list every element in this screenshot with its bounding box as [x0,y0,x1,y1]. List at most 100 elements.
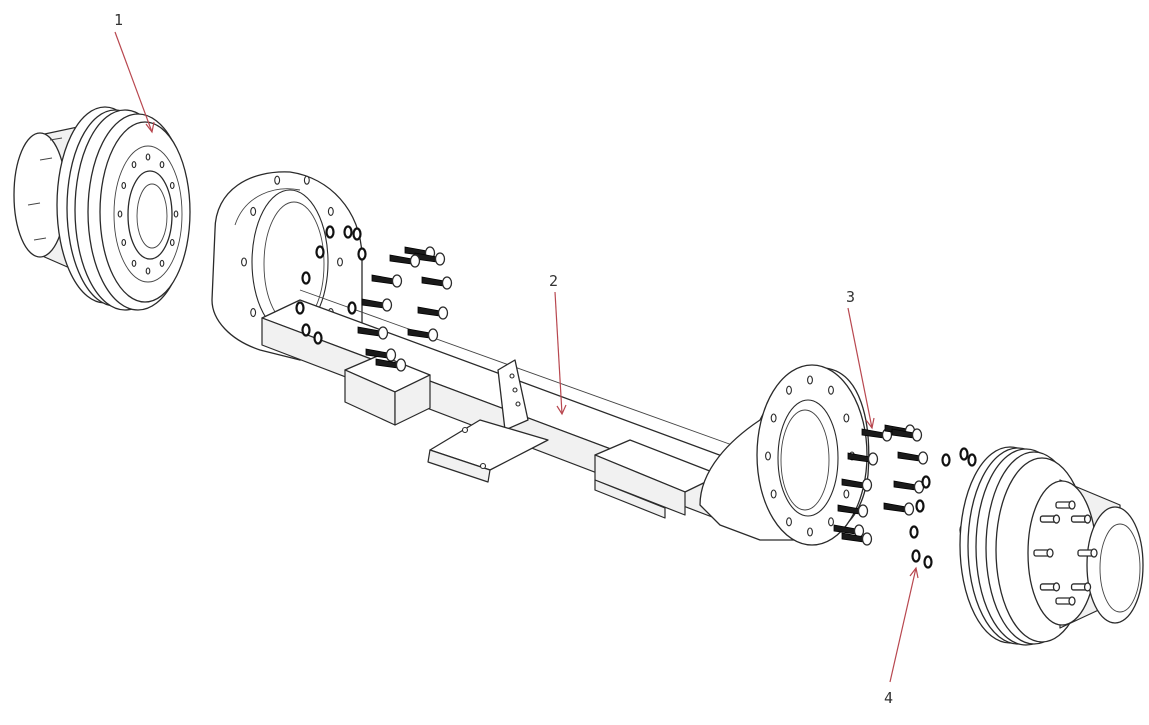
wheel-stud-end [1052,514,1061,524]
callout-2: 2 [549,272,558,290]
bolt [847,452,879,466]
hub-bolt-hole [159,161,165,169]
bolt-head [917,451,929,465]
leader-1 [114,31,153,133]
hub-bolt-hole [169,238,175,247]
bolt-head [395,358,407,372]
bolt [883,502,915,516]
bolt [841,478,873,492]
bolt-head [903,502,915,516]
bolt-head [437,306,449,320]
bolt-shank [883,502,907,513]
bolt-shank [371,274,395,285]
bolt [897,451,929,465]
bracket-bolt-hole [843,413,850,423]
bracket-bolt-hole [770,413,777,423]
bolt-head [427,328,439,342]
hub-bolt-hole [145,267,151,275]
bracket-bolt-hole [770,489,777,499]
nut [357,247,367,261]
right-bracket [699,364,870,546]
left-hub-drum [13,106,191,311]
bolt [407,328,439,342]
bolt-head [385,348,397,362]
bolt [371,274,403,288]
bolt-head [434,252,446,266]
bracket-bolt-hole [807,527,813,537]
bracket-bolt-hole [786,517,792,527]
callout-4: 4 [884,689,893,707]
bolt-head [441,276,453,290]
bolt [375,358,407,372]
leader-2 [554,291,563,415]
bolt-head [391,274,403,288]
nut [967,453,977,467]
bracket-bolt-hole [828,517,834,527]
bolt-shank [893,480,917,491]
bolt-head [409,254,421,268]
leader-4 [889,567,917,683]
wheel-stud-end [1052,582,1061,592]
bolt-head [381,298,393,312]
bolt [365,348,397,362]
bolt-head [861,478,873,492]
wheel-stud-end [1090,548,1098,558]
bracket-bolt-hole [250,307,257,318]
right-hub-drum [959,446,1144,646]
bracket-bolt-hole [241,257,247,267]
wheel-stud-end [1068,596,1076,606]
bracket-bolt-hole [828,385,834,395]
nut [301,271,311,285]
nut [915,499,925,513]
hub-bolt-hole [145,153,151,161]
hub-bolt-hole [131,161,137,169]
wheel-stud-end [1083,514,1092,524]
bolt [421,276,453,290]
callout-3: 3 [846,288,855,306]
main-beam [261,289,761,521]
bracket-bolt-hole [807,375,813,385]
bracket-bolt-hole [337,257,343,267]
wheel-stud-end [1046,548,1054,558]
bolt [893,480,925,494]
bracket-bolt-hole [786,385,792,395]
bolt [841,532,873,546]
bolt [414,252,446,266]
bolt-shank [407,328,431,339]
bolt [417,306,449,320]
bracket-bolt-hole [303,175,310,185]
bracket-bolt-hole [765,451,771,461]
hub-bolt-hole [121,238,127,247]
nut [352,227,362,241]
bolt-head [867,452,879,466]
bolt [891,428,923,442]
bolt [861,428,893,442]
bolt [357,326,389,340]
bolt-shank [421,276,445,287]
bolt-shank [361,298,385,309]
nut [909,525,919,539]
bolt [389,254,421,268]
nut [959,447,969,461]
hub-bolt-hole [159,259,165,267]
callout-leaders [114,31,919,683]
nut [923,555,933,569]
wheel-stud-end [1068,500,1076,510]
nut [315,245,325,259]
bolt-head [377,326,389,340]
bracket-bolt-hole [327,206,334,217]
bolt-head [911,428,923,442]
hub-bolt-hole [173,210,179,218]
nut [941,453,951,467]
bracket-bolt-hole [274,175,281,185]
bolt [837,504,869,518]
callout-1: 1 [114,11,123,29]
left-fasteners [295,225,453,372]
nut [921,475,931,489]
bolt-shank [417,306,441,317]
nut [325,225,335,239]
bracket-bolt-hole [843,489,850,499]
wheel-stud-end [1083,582,1092,592]
bolt [833,524,865,538]
